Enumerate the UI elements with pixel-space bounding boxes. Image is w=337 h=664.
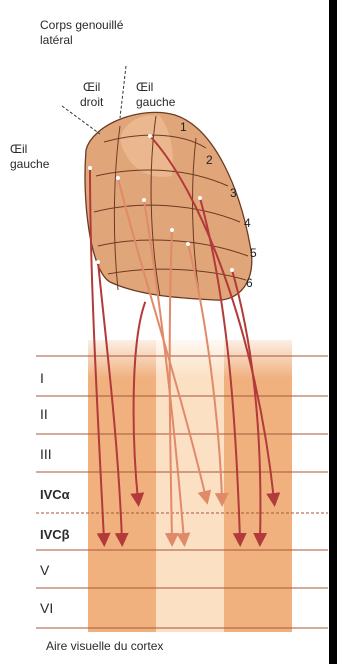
lgn-label-line1: Corps genouillé: [40, 18, 123, 33]
oeil-gauche-top-line2: gauche: [136, 95, 175, 110]
oeil-droit-line1: Œil: [80, 80, 103, 95]
oeil-gauche-top-label: Œil gauche: [136, 80, 175, 110]
oeil-gauche-left-line2: gauche: [10, 157, 49, 172]
oeil-droit-line2: droit: [80, 95, 103, 110]
oeil-gauche-left-line1: Œil: [10, 142, 49, 157]
cortex-layer-ivca: IVCα: [40, 487, 70, 502]
cortex-layer-ivcb: IVCβ: [40, 527, 70, 542]
cortex-layer-v: V: [40, 562, 49, 578]
cortex-layer-vi: VI: [40, 600, 53, 616]
lgn-label-line2: latéral: [40, 33, 123, 48]
figure-caption: Aire visuelle du cortex: [46, 639, 163, 653]
lgn-layer-3: 3: [230, 186, 237, 200]
lgn-label: Corps genouillé latéral: [40, 18, 123, 48]
lgn-body: [85, 112, 252, 300]
cortex-layer-i: I: [40, 370, 44, 386]
lgn-layer-6: 6: [246, 276, 253, 290]
oeil-droit-label: Œil droit: [80, 80, 103, 110]
cortex-columns: [80, 330, 300, 632]
lgn-layer-1: 1: [180, 120, 187, 134]
lgn-layer-2: 2: [206, 153, 213, 167]
lgn-layer-4: 4: [244, 216, 251, 230]
cortex-layer-ii: II: [40, 406, 48, 422]
column-fade: [80, 330, 300, 378]
right-border: [329, 0, 337, 664]
lgn-layer-5: 5: [250, 246, 257, 260]
oeil-gauche-top-line1: Œil: [136, 80, 175, 95]
oeil-gauche-left-label: Œil gauche: [10, 142, 49, 172]
cortex-layer-iii: III: [40, 446, 52, 462]
